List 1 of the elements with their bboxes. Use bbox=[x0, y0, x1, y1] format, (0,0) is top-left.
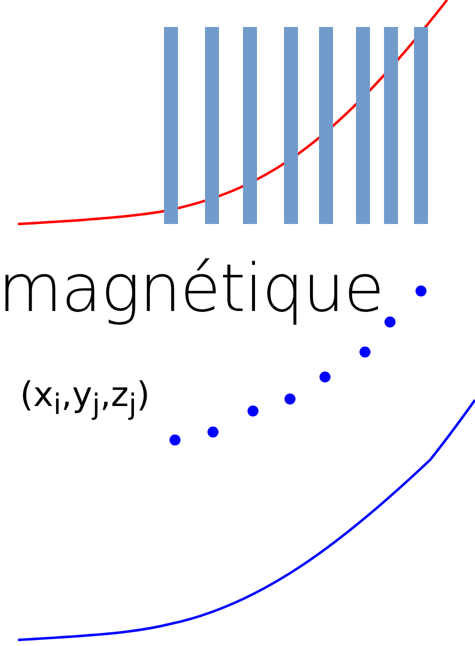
coordinate-label: (x$_{i}$,y$_{j}$,z$_{j}$) bbox=[20, 378, 150, 420]
